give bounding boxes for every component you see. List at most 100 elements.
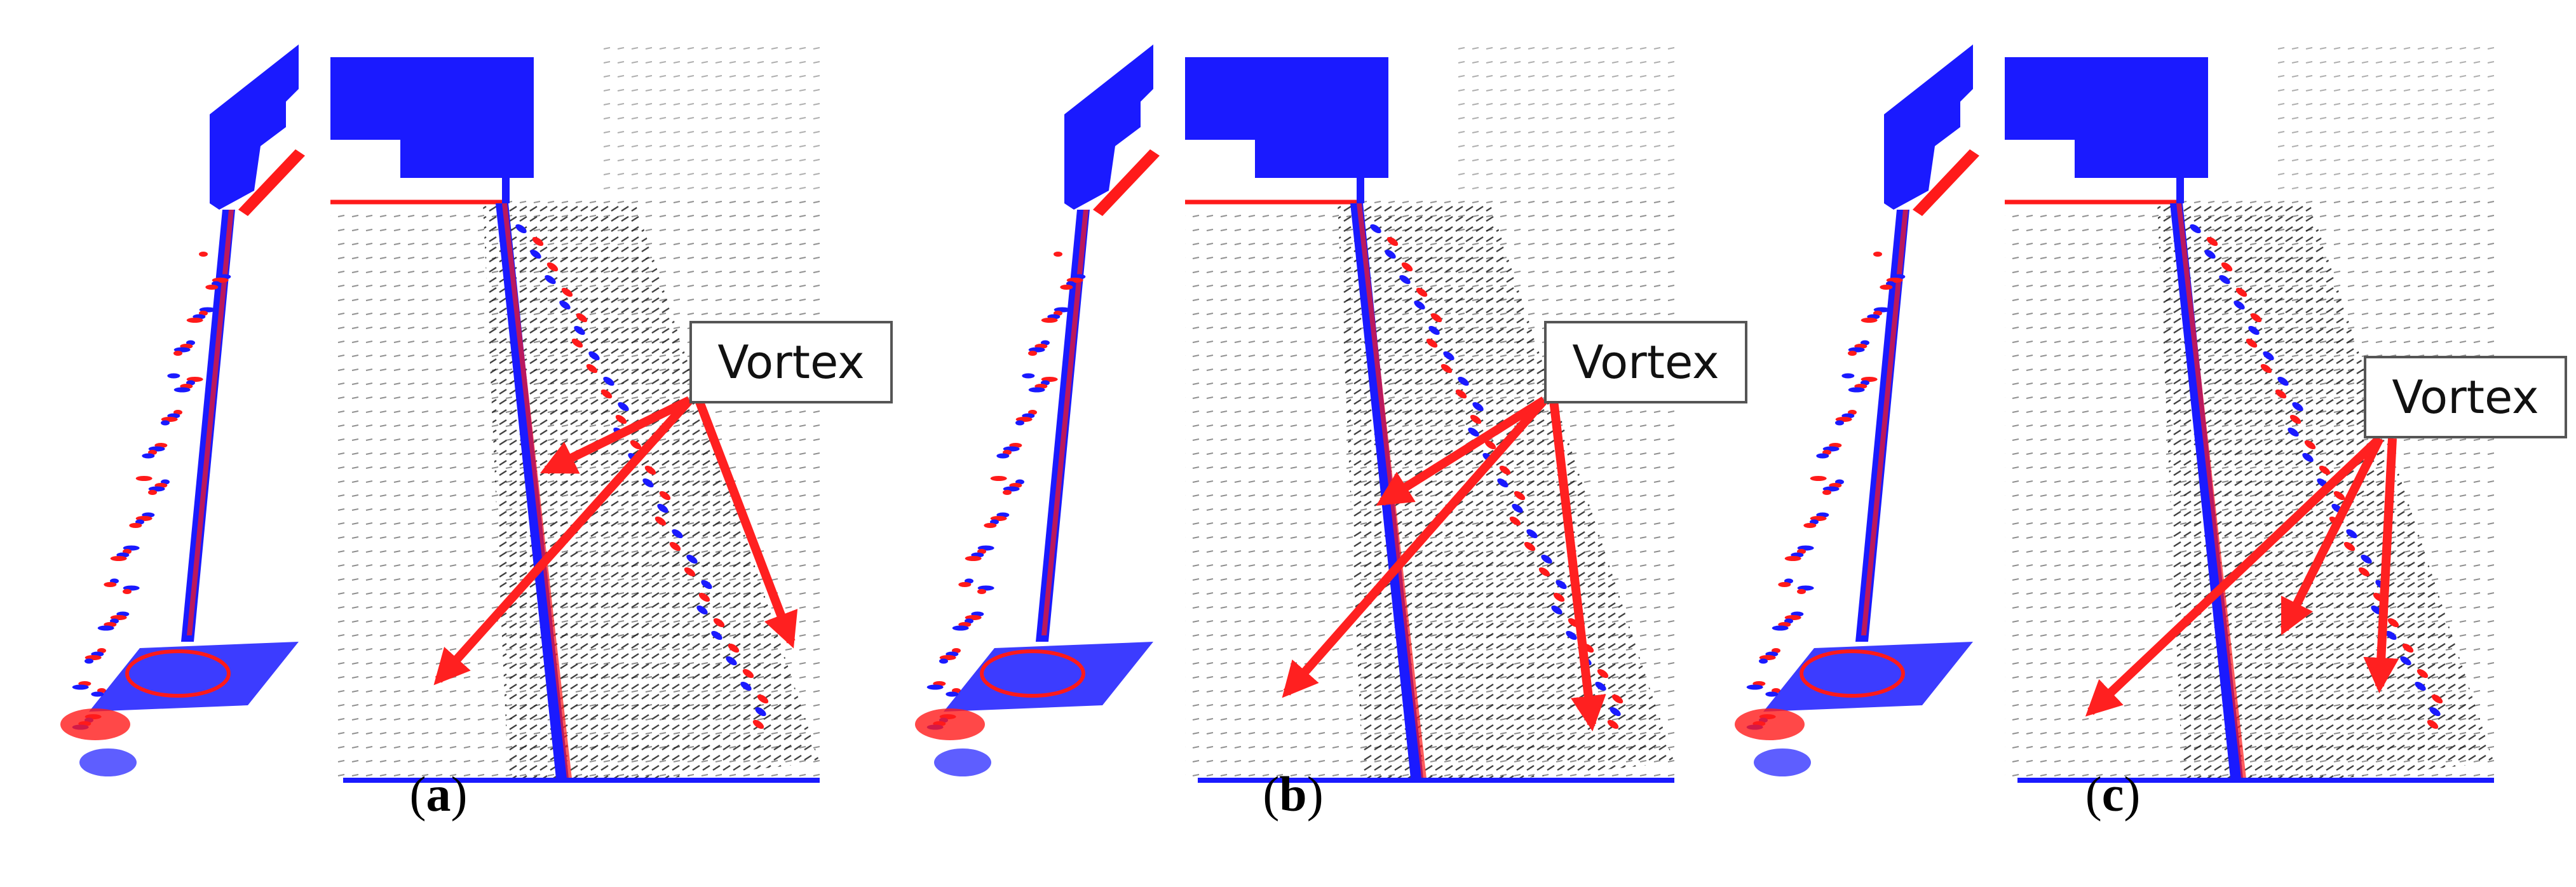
droplet <box>1499 465 1511 475</box>
nozzle-3d-blue <box>1884 44 1973 210</box>
annotation-arrow <box>2085 435 2383 717</box>
nozzle-3d-red-plate <box>238 149 305 216</box>
droplet <box>1399 274 1411 285</box>
spray-droplet <box>1746 684 1763 690</box>
spray-droplet <box>1759 658 1768 664</box>
droplet <box>2288 427 2299 437</box>
droplet <box>2275 389 2287 399</box>
droplet <box>546 262 559 272</box>
panel-label-c: (c) <box>2085 766 2141 822</box>
droplet <box>740 681 752 691</box>
nozzle-2d-blue <box>330 57 534 178</box>
droplet <box>1538 567 1550 577</box>
panel-2d-field <box>1185 38 1674 783</box>
spray-droplet <box>110 556 127 561</box>
droplet <box>1597 668 1609 679</box>
spray-droplet <box>148 490 157 495</box>
droplet <box>657 503 668 513</box>
spray-droplet <box>952 625 969 631</box>
nozzle-2d-blue <box>2005 57 2208 178</box>
splash-red <box>60 708 130 740</box>
splash-blue <box>934 748 991 776</box>
droplet <box>2260 363 2272 374</box>
spray-droplet <box>1772 625 1789 631</box>
droplet <box>728 643 740 653</box>
vortex-annotation-c: Vortex <box>2364 356 2567 438</box>
jet-sheet-blue <box>496 203 569 778</box>
spray-droplet <box>1880 285 1893 290</box>
spray-droplet <box>939 658 948 664</box>
droplet <box>574 325 585 335</box>
droplet <box>1428 325 1440 335</box>
droplet <box>2358 567 2370 577</box>
vortex-annotation-a: Vortex <box>689 321 893 403</box>
panel-2d-field <box>2005 38 2494 783</box>
spray-droplet <box>946 691 959 697</box>
droplet <box>752 719 764 729</box>
annotation-arrow <box>1549 400 1606 732</box>
droplet <box>1512 503 1523 513</box>
droplet <box>586 363 598 374</box>
spray-droplet <box>205 285 219 290</box>
droplet <box>2263 351 2274 361</box>
droplet <box>1386 236 1399 247</box>
melt-pool-ring <box>125 649 231 698</box>
droplet <box>2427 719 2439 729</box>
panel-2d-field <box>330 38 820 783</box>
annotation-arrow <box>2280 436 2384 636</box>
droplet <box>1509 516 1521 526</box>
droplet <box>644 465 656 475</box>
jet-stream-red <box>1861 210 1908 635</box>
droplet <box>559 300 571 310</box>
spray-droplet <box>1041 318 1058 323</box>
droplet <box>1401 262 1413 272</box>
spray-droplet <box>958 582 972 587</box>
spray-droplet <box>1822 490 1831 495</box>
annotation-arrow <box>433 397 693 686</box>
velocity-vector-field-top <box>1458 38 1674 191</box>
droplet <box>1595 681 1606 691</box>
droplet <box>713 618 725 628</box>
jet-stream-red <box>187 210 234 635</box>
melt-pool-ring <box>1800 649 1905 698</box>
droplet <box>2277 376 2289 386</box>
droplet <box>654 516 667 526</box>
droplet <box>696 605 708 615</box>
nozzle-3d-red-plate <box>1093 149 1160 216</box>
splash-blue <box>1754 748 1811 776</box>
droplet <box>684 567 696 577</box>
spray-droplet <box>1861 318 1878 323</box>
droplet <box>1385 249 1396 259</box>
droplet <box>2387 618 2399 628</box>
nozzle-stem <box>2176 178 2184 203</box>
droplet <box>1416 287 1428 297</box>
spray-droplet <box>1060 285 1073 290</box>
droplet <box>742 668 754 679</box>
droplet <box>672 529 683 539</box>
nozzle-stem <box>502 178 510 203</box>
spray-droplet <box>85 658 93 664</box>
droplet <box>2415 681 2426 691</box>
droplet <box>2248 325 2260 335</box>
droplet <box>2361 554 2372 564</box>
spray-droplet <box>996 453 1010 459</box>
spray-droplet <box>123 589 132 594</box>
nozzle-stem <box>1357 178 1364 203</box>
panel-3d-view <box>1735 44 1979 776</box>
spray-droplet <box>1784 556 1801 561</box>
spray-droplet <box>1003 490 1012 495</box>
spray-droplet <box>1028 351 1037 356</box>
droplet <box>1414 300 1425 310</box>
velocity-vector-field-top <box>2278 38 2494 191</box>
spray-droplet <box>1778 582 1791 587</box>
droplet <box>757 694 769 704</box>
droplet <box>1514 491 1526 501</box>
droplet <box>2431 694 2443 704</box>
droplet <box>2429 707 2441 717</box>
droplet <box>1526 529 1538 539</box>
panel-b <box>915 38 1674 783</box>
droplet <box>571 338 583 348</box>
annotation-arrow <box>1282 397 1548 698</box>
droplet <box>2206 236 2218 247</box>
annotation-arrow <box>2363 438 2399 694</box>
